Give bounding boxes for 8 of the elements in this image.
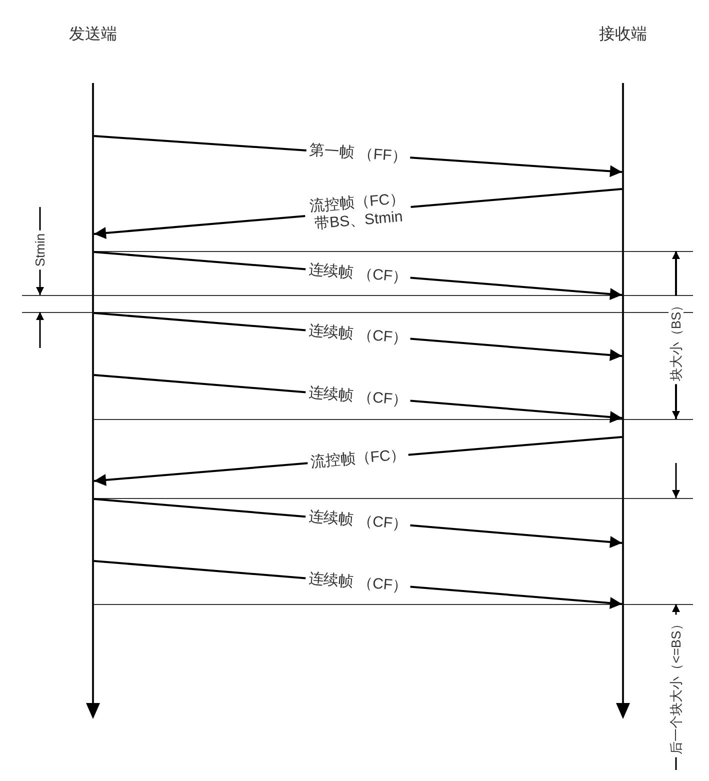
edge-label: 连续帧 （CF） <box>304 321 412 348</box>
edge-label: 连续帧 （CF） <box>304 260 412 287</box>
lifeline-heading: 接收端 <box>599 25 647 45</box>
dimension-label: Stmin <box>32 233 48 267</box>
edge-label: 连续帧 （CF） <box>304 383 412 410</box>
lifeline-heading: 发送端 <box>69 25 117 45</box>
edge-label: 第一帧 （FF） <box>306 142 410 166</box>
edge-label: 连续帧 （CF） <box>304 569 412 596</box>
